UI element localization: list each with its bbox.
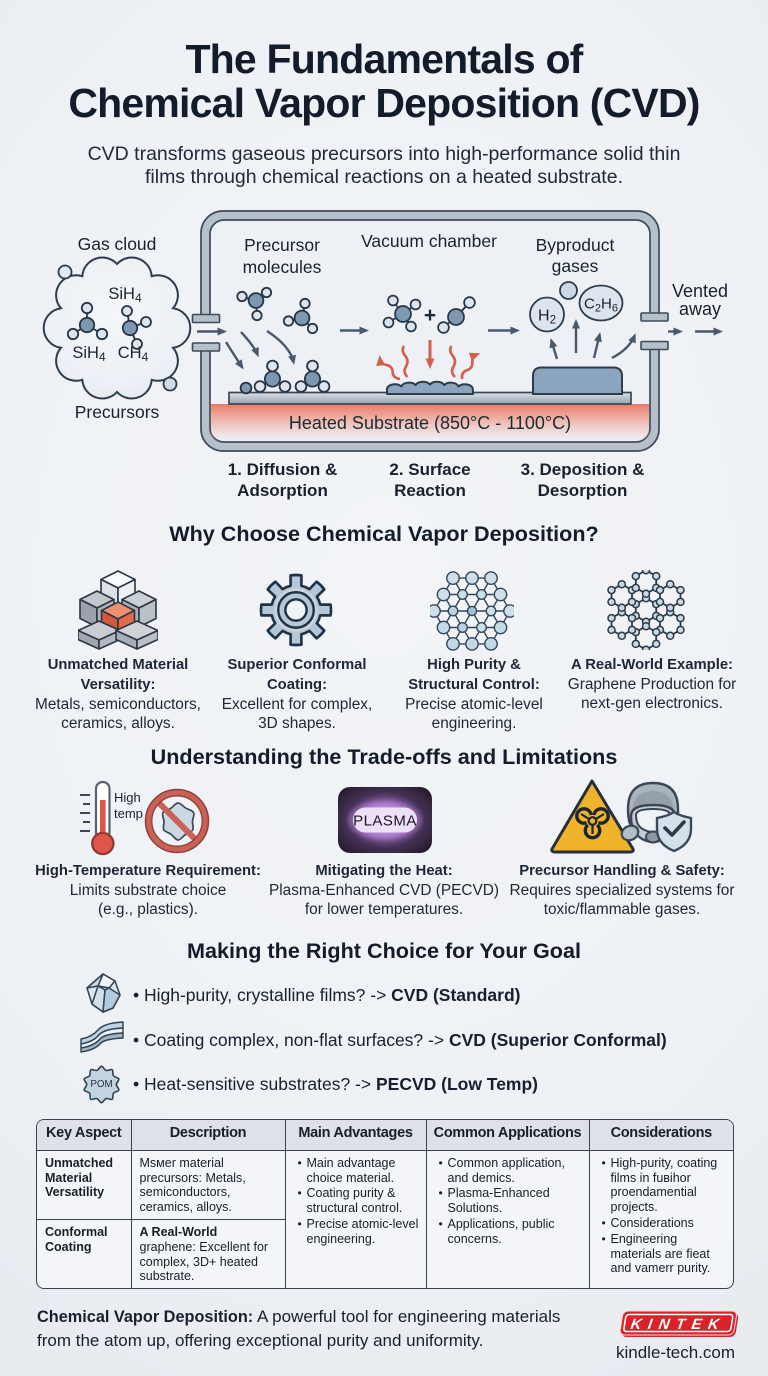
- svg-text:Vacuum chamber: Vacuum chamber: [361, 231, 497, 251]
- svg-text:molecules: molecules: [243, 257, 322, 277]
- svg-text:Byproduct: Byproduct: [536, 235, 615, 255]
- svg-text:KINTEK: KINTEK: [629, 1316, 726, 1333]
- svg-text:gases: gases: [552, 256, 599, 276]
- svg-text:Vented: Vented: [672, 281, 728, 301]
- svg-text:C2H6: C2H6: [584, 296, 618, 315]
- svg-text:SiH4: SiH4: [72, 344, 106, 364]
- svg-text:+: +: [424, 304, 436, 327]
- svg-text:away: away: [679, 299, 721, 319]
- svg-text:High: High: [114, 790, 141, 805]
- svg-text:POM: POM: [90, 1079, 112, 1090]
- svg-text:Heated Substrate (850°C - 1100: Heated Substrate (850°C - 1100°C): [289, 413, 571, 433]
- svg-text:CH4: CH4: [118, 344, 149, 364]
- svg-text:PLASMA: PLASMA: [353, 813, 417, 830]
- svg-text:SiH4: SiH4: [108, 285, 142, 305]
- svg-text:kindle-tech.com: kindle-tech.com: [616, 1343, 735, 1362]
- svg-text:Gas cloud: Gas cloud: [78, 234, 157, 254]
- svg-text:Precursors: Precursors: [75, 402, 160, 422]
- svg-text:Precursor: Precursor: [244, 235, 320, 255]
- svg-text:temp: temp: [114, 806, 143, 821]
